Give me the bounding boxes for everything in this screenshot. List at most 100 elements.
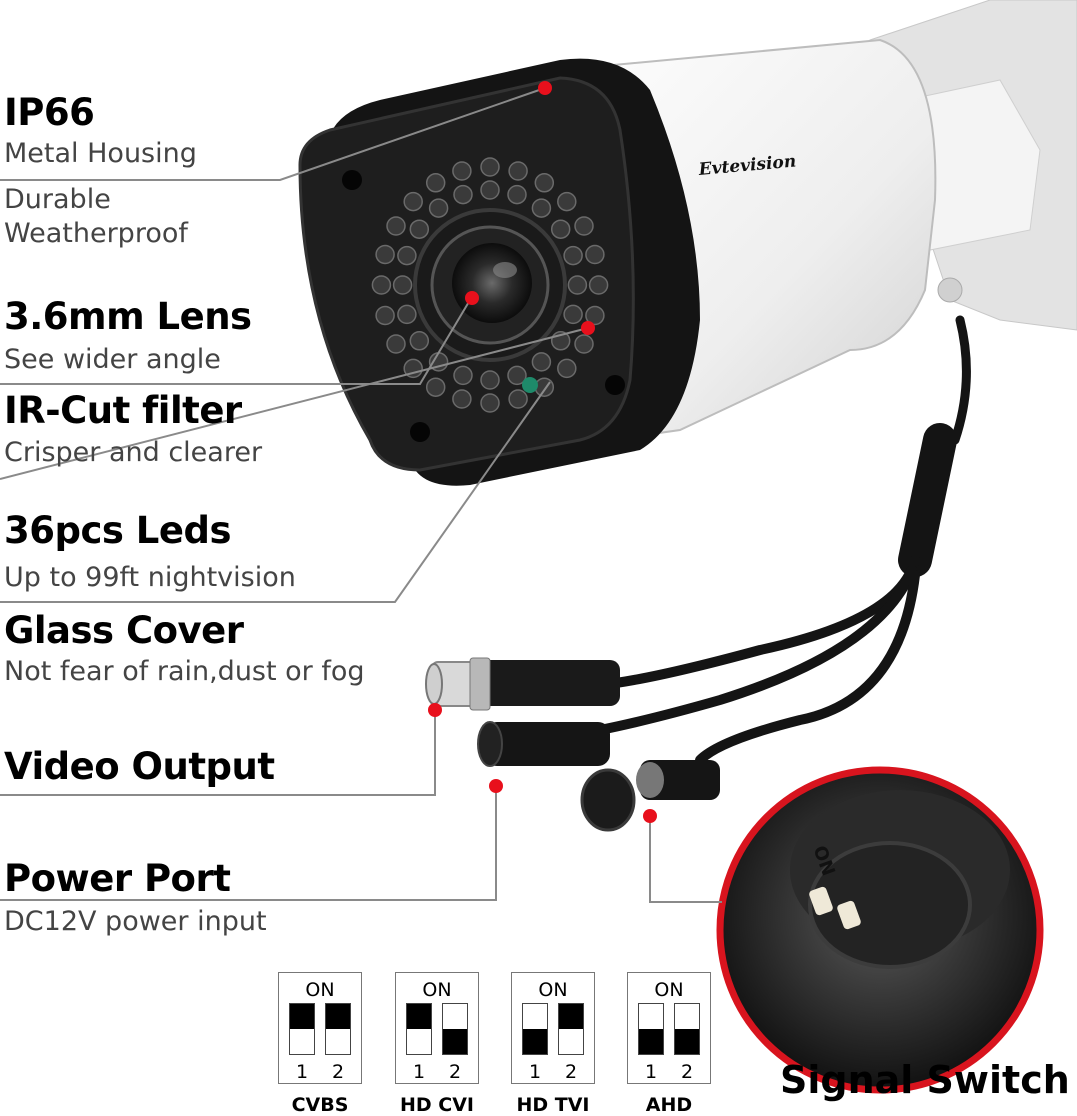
pointer-dot-video [428, 703, 442, 717]
dip-slot-2 [325, 1003, 351, 1055]
dip-on-label: ON [654, 979, 684, 1001]
ir-led [453, 184, 473, 205]
signal-switch-title: Signal Switch [780, 1058, 1070, 1102]
dip-on-label: ON [305, 979, 335, 1001]
camera-cables [595, 315, 971, 765]
dip-knob-up [559, 1004, 583, 1029]
feature-desc: See wider angle [4, 344, 221, 375]
dip-slot-2 [442, 1003, 468, 1055]
ir-led-ring [371, 157, 609, 413]
ir-led [507, 365, 527, 386]
feature-title-video: Video Output [4, 745, 275, 788]
feature-desc: Crisper and clearer [4, 437, 263, 468]
leader-lines [0, 87, 722, 903]
dip-knob-down [523, 1029, 547, 1054]
dip-on-label: ON [422, 979, 452, 1001]
feature-desc: Metal Housing [4, 138, 197, 169]
ir-led [452, 161, 472, 181]
ir-led [588, 275, 609, 295]
dip-mode-label: CVBS [291, 1094, 349, 1116]
dip-pin-label: 2 [448, 1061, 462, 1083]
pointer-dot-housing [538, 81, 552, 95]
dip-pin-label: 1 [295, 1061, 309, 1083]
ir-led [531, 198, 552, 218]
pointer-dot-ir-cut [581, 321, 595, 335]
feature-title-power: Power Port [4, 857, 231, 900]
feature-desc: Up to 99ft nightvision [4, 562, 296, 593]
ir-led [425, 173, 446, 193]
dip-slot-2 [558, 1003, 584, 1055]
ir-led [508, 161, 528, 181]
ir-led [531, 352, 552, 372]
ir-led [409, 331, 430, 351]
feature-desc: Durable [4, 184, 111, 215]
dip-knob-up [407, 1004, 431, 1029]
dip-mode-label: HD CVI [399, 1094, 474, 1116]
ir-led [403, 191, 423, 212]
ir-led [397, 304, 417, 325]
ir-led [567, 275, 588, 295]
dip-pin-label: 1 [644, 1061, 658, 1083]
signal-switch-zoom [716, 766, 1044, 1094]
ir-led [534, 173, 555, 193]
switch-port-connector [580, 760, 720, 832]
pointer-dot-switch [643, 809, 657, 823]
ir-led [534, 377, 555, 397]
ir-led [480, 370, 500, 390]
bnc-video-connector [425, 657, 620, 711]
dip-pin-label: 2 [331, 1061, 345, 1083]
feature-desc: DC12V power input [4, 906, 267, 937]
ir-led [375, 305, 395, 326]
ir-led [563, 304, 583, 325]
ir-led [585, 244, 605, 265]
dip-knob-up [290, 1004, 314, 1029]
dip-slot-1 [638, 1003, 664, 1055]
feature-title-ip66: IP66 [4, 91, 95, 134]
ir-led [507, 184, 527, 205]
ir-led [480, 180, 500, 200]
ir-led [574, 216, 594, 236]
ir-led [480, 157, 500, 177]
dip-pin-label: 1 [528, 1061, 542, 1083]
ir-led [403, 358, 423, 379]
pointer-dot-lens [465, 291, 479, 305]
dip-knob-down [639, 1029, 663, 1054]
dip-on-label: ON [538, 979, 568, 1001]
ir-led [508, 389, 528, 409]
ir-led [574, 334, 594, 354]
feature-title-leds: 36pcs Leds [4, 509, 232, 552]
ir-led [409, 219, 430, 239]
dip-slot-1 [522, 1003, 548, 1055]
pointer-dots [428, 81, 657, 823]
ir-led [425, 377, 446, 397]
feature-desc: Weatherproof [4, 218, 188, 249]
dip-mode-label: AHD [645, 1094, 693, 1116]
ir-led [397, 245, 417, 266]
dip-slot-1 [289, 1003, 315, 1055]
dip-knob-down [675, 1029, 699, 1054]
dip-knob-down [443, 1029, 467, 1054]
dip-slot-1 [406, 1003, 432, 1055]
ir-led [585, 305, 605, 326]
ir-led [428, 198, 449, 218]
dip-mode-label: HD TVI [516, 1094, 590, 1116]
ir-led [452, 389, 472, 409]
ir-led [453, 365, 473, 386]
dip-slot-2 [674, 1003, 700, 1055]
ir-led [371, 275, 392, 295]
dip-knob-up [326, 1004, 350, 1029]
dip-pin-label: 2 [680, 1061, 694, 1083]
ir-led [386, 334, 406, 354]
ir-led [563, 245, 583, 266]
feature-title-lens: 3.6mm Lens [4, 295, 252, 338]
dc-power-connector [477, 721, 610, 767]
ir-led [392, 275, 413, 295]
ir-led [557, 191, 577, 212]
dip-pin-label: 1 [412, 1061, 426, 1083]
feature-title-ir-cut: IR-Cut filter [4, 389, 242, 432]
